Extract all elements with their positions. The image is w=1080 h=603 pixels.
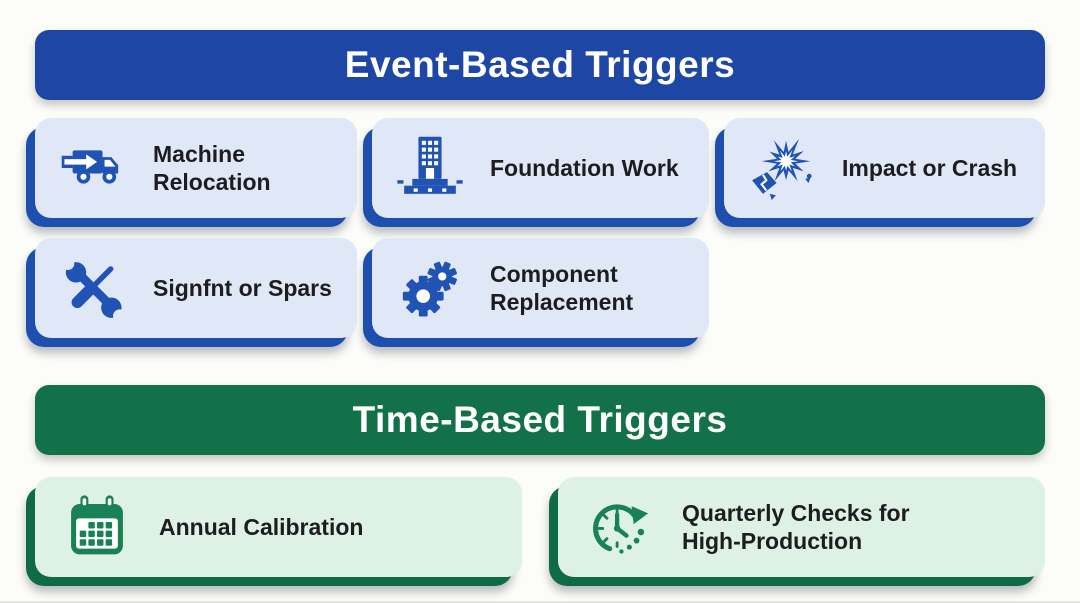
card-foundation-work: Foundation Work <box>372 118 709 218</box>
event-triggers-header: Event-Based Triggers <box>35 30 1045 100</box>
card-label: Component Replacement <box>490 260 634 315</box>
gears-icon <box>396 254 464 322</box>
card-label: Machine Relocation <box>153 140 271 195</box>
calendar-icon <box>61 491 133 563</box>
clock-history-icon <box>584 491 656 563</box>
time-triggers-header: Time-Based Triggers <box>35 385 1045 455</box>
card-component-replacement: Component Replacement <box>372 238 709 338</box>
card-label: Annual Calibration <box>159 513 364 540</box>
card-annual-calibration: Annual Calibration <box>35 477 522 577</box>
card-signfnt-or-spars: Signfnt or Spars <box>35 238 357 338</box>
infographic: Event-Based Triggers Machine Relocation <box>35 0 1045 577</box>
card-label: Quarterly Checks for High-Production <box>682 499 910 554</box>
wrench-screwdriver-icon <box>59 254 127 322</box>
truck-icon <box>59 134 127 202</box>
event-row-2: Signfnt or Spars <box>35 238 1045 338</box>
impact-burst-icon <box>748 134 816 202</box>
time-triggers-title: Time-Based Triggers <box>352 399 728 440</box>
card-label: Signfnt or Spars <box>153 274 332 301</box>
building-icon <box>396 134 464 202</box>
event-triggers-title: Event-Based Triggers <box>344 44 736 85</box>
card-impact-or-crash: Impact or Crash <box>724 118 1045 218</box>
card-label: Impact or Crash <box>842 154 1018 181</box>
card-label: Foundation Work <box>490 154 679 181</box>
card-quarterly-checks: Quarterly Checks for High-Production <box>558 477 1045 577</box>
time-row: Annual Calibration <box>35 477 1045 577</box>
event-row-1: Machine Relocation <box>35 118 1045 218</box>
card-machine-relocation: Machine Relocation <box>35 118 357 218</box>
